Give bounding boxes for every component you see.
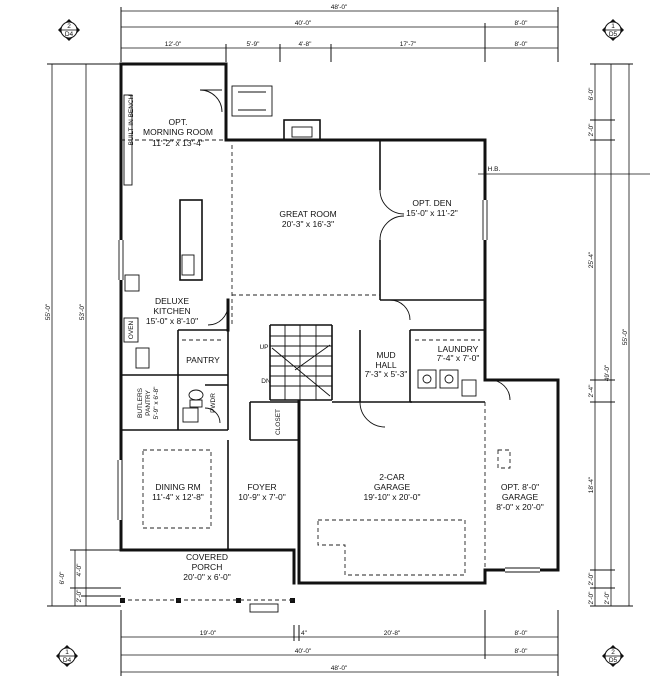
marker-num: 1 [65,649,69,656]
size-porch: 20'-0" x 6'-0" [183,572,231,582]
size-garage: 19'-10" x 20'-0" [363,492,420,502]
dim-top-seg5: 8'-0" [515,41,529,48]
size-foyer: 10'-9" x 7'-0" [238,492,286,502]
dim-left-porch: 6'-0" [59,571,66,585]
top-dimensions: 48'-0" 40'-0" 8'-0" 12'-0" 5'-9" 4'-8" 1… [120,4,559,62]
dim-bottom-seg4: 8'-0" [515,630,529,637]
section-marker-top-right: 1 D5 [602,19,624,41]
dim-bottom-overall: 48'-0" [331,665,348,672]
dim-bottom-seg2: 4" [301,630,308,637]
label-foyer: FOYER [247,482,276,492]
size-mud-hall: 7'-3" x 5'-3" [365,369,408,379]
dim-top-seg1: 12'-0" [165,41,182,48]
dim-bottom-seg1: 19'-0" [200,630,217,637]
size-morning-room: 11'-2" x 13'-4" [152,138,204,148]
label-laundry: LAUNDRY [438,344,479,354]
dim-bottom-main: 40'-0" [295,648,312,655]
label-closet: CLOSET [275,409,282,435]
dim-left-inner: 53'-0" [79,303,86,320]
marker-num: 2 [67,23,71,30]
label-opt-garage: OPT. 8'-0"GARAGE [501,482,539,502]
label-butlers-pantry: BUTLERSPANTRY5'-9" x 6'-8" [137,386,160,419]
dim-left-porch-b: 2'-0" [76,589,83,603]
marker-num: 1 [611,23,615,30]
label-dn: DN [261,378,271,385]
size-den: 15'-0" x 11'-2" [406,208,458,218]
label-hb: H.B. [488,166,501,173]
size-great-room: 20'-3" x 16'-3" [282,219,334,229]
label-morning-room: OPT.MORNING ROOM [143,117,213,137]
dim-right-r1: 6'-0" [588,87,595,101]
section-marker-top-left: 2 D4 [58,19,80,41]
dim-top-seg2: 5'-9" [247,41,261,48]
dim-right-outer: 55'-0" [622,328,629,345]
dim-left-porch-a: 4'-0" [76,563,83,577]
bottom-dimensions: 19'-0" 4" 20'-8" 8'-0" 40'-0" 8'-0" 48'-… [120,610,559,676]
marker-sheet: D4 [63,657,72,664]
size-laundry: 7'-4" x 7'-0" [437,353,480,363]
section-marker-bottom-right: 2 D5 [602,645,624,667]
interior-walls [121,139,486,570]
staircase [270,325,332,400]
dim-bottom-ext: 8'-0" [515,648,529,655]
dim-right-r6: 2'-0" [588,572,595,586]
dim-right-r5: 18'-4" [588,476,595,493]
label-oven: OVEN [128,320,135,339]
dim-right-r8: 2'-0" [604,591,611,605]
dim-top-ext: 8'-0" [515,20,529,27]
dim-top-seg3: 4'-8" [299,41,313,48]
dim-bottom-seg3: 20'-8" [384,630,401,637]
dim-right-r3: 25'-4" [588,251,595,268]
label-bench: BUILT IN BENCH [128,94,135,145]
left-dimensions: 55'-0" 53'-0" 6'-0" 4'-0" 2'-0" [45,63,121,607]
dim-left-outer: 55'-0" [45,303,52,320]
dim-top-main: 40'-0" [295,20,312,27]
dim-right-r2: 2'-0" [588,123,595,137]
dim-right-r7: 2'-0" [588,591,595,605]
dim-right-mid: 49'-0" [604,364,611,381]
label-den: OPT. DEN [412,198,451,208]
size-butlers-pantry: 5'-9" x 6'-8" [153,386,160,419]
label-up: UP [259,344,268,351]
label-dining: DINING RM [155,482,200,492]
size-dining: 11'-4" x 12'-8" [152,492,204,502]
dim-top-overall: 48'-0" [331,4,348,11]
label-pantry: PANTRY [186,355,220,365]
marker-sheet: D5 [609,31,618,38]
room-labels: OPT.MORNING ROOM 11'-2" x 13'-4" GREAT R… [128,94,544,582]
fixtures [117,85,540,613]
label-pwdr: PWDR [210,393,217,413]
dim-right-r4: 2'-4" [588,384,595,398]
dim-top-seg4: 17'-7" [400,41,417,48]
marker-num: 2 [611,649,615,656]
size-opt-garage: 8'-0" x 20'-0" [496,502,544,512]
right-dimensions: 55'-0" 49'-0" 6'-0" 2'-0" 25'-4" 2'-4" 1… [478,63,650,607]
marker-sheet: D5 [609,657,618,664]
section-marker-bottom-left: 1 D4 [56,645,78,667]
marker-sheet: D4 [65,31,74,38]
size-kitchen: 15'-0" x 8'-10" [146,316,198,326]
label-great-room: GREAT ROOM [279,209,336,219]
